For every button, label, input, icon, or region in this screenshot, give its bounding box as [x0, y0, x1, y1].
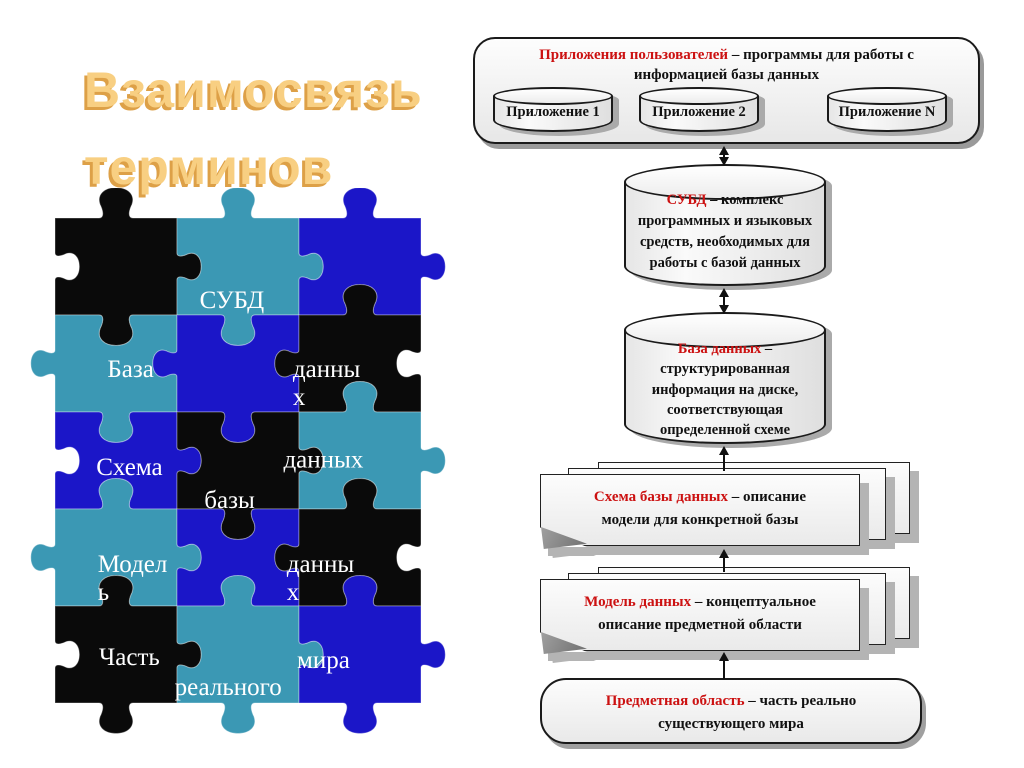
- arrow-subject-model: [718, 652, 729, 679]
- model-rest: – концептуальное описание предметной обл…: [598, 594, 816, 633]
- puzzle-label: данных: [283, 446, 363, 473]
- subject-term: Предметная область: [605, 693, 745, 709]
- apps-box: Приложения пользователей – программы для…: [473, 37, 980, 144]
- schema-sheet-front: Схема базы данных – описание модели для …: [539, 474, 860, 549]
- cylinder-top: [639, 87, 759, 105]
- database-cylinder: База данных – структурированная информац…: [624, 312, 826, 444]
- model-sheet-front: Модель данных – концептуальное описание …: [539, 579, 860, 654]
- app-cylinder-1: Приложение 1: [493, 87, 613, 132]
- cylinder-top: [493, 87, 613, 105]
- database-rest: – структурированная информация на диске,…: [651, 341, 799, 439]
- cylinder-body: [624, 330, 826, 444]
- model-label: Модель данных – концептуальное описание …: [578, 591, 823, 636]
- apps-box-label: Приложения пользователей – программы для…: [491, 46, 962, 85]
- app-cylinder-2-label: Приложение 2: [652, 104, 746, 120]
- dbms-label: СУБД – комплекс программных и языковых с…: [636, 190, 814, 274]
- slide-title-line1: Взаимосвязь: [84, 62, 423, 118]
- schema-stack: Схема базы данных – описание модели для …: [539, 462, 912, 550]
- subject-label: Предметная область – часть реально сущес…: [599, 690, 864, 735]
- puzzle-label: База: [107, 356, 153, 383]
- slide-title: Взаимосвязь терминов: [84, 52, 423, 206]
- schema-rest: – описание модели для конкретной базы: [601, 489, 807, 528]
- model-stack: Модель данных – концептуальное описание …: [539, 567, 912, 655]
- subject-box: Предметная область – часть реально сущес…: [540, 678, 922, 744]
- schema-label: Схема базы данных – описание модели для …: [578, 486, 823, 531]
- arrow-schema-database: [718, 446, 729, 471]
- arrow-model-schema: [718, 549, 729, 572]
- puzzle-label: Схема: [96, 454, 162, 481]
- dbms-term: СУБД: [666, 192, 707, 208]
- puzzle-label: базы: [204, 487, 255, 514]
- database-term: База данных: [677, 341, 762, 357]
- arrow-dbms-database: [718, 288, 729, 314]
- app-cylinder-2: Приложение 2: [639, 87, 759, 132]
- arrow-apps-dbms: [718, 146, 729, 166]
- dbms-cylinder: СУБД – комплекс программных и языковых с…: [624, 164, 826, 286]
- apps-term: Приложения пользователей: [539, 47, 729, 63]
- puzzle-label: реального: [175, 674, 282, 701]
- subject-rest: – часть реально существующего мира: [658, 693, 857, 732]
- cylinder-top: [827, 87, 947, 105]
- puzzle-label: мира: [297, 647, 350, 674]
- puzzle-piece-4-2: [298, 574, 446, 735]
- app-cylinder-n-label: Приложение N: [838, 104, 936, 120]
- slide-title-line2: терминов: [84, 139, 334, 195]
- model-term: Модель данных: [584, 594, 692, 610]
- apps-rest: – программы для работы с информацией баз…: [633, 47, 914, 83]
- puzzle-label: СУБД: [200, 287, 265, 314]
- app-cylinder-n: Приложение N: [827, 87, 947, 132]
- schema-term: Схема базы данных: [593, 489, 728, 505]
- app-cylinder-1-label: Приложение 1: [506, 104, 600, 120]
- dbms-rest: – комплекс программных и языковых средст…: [637, 192, 813, 272]
- puzzle-label: Часть: [99, 644, 160, 671]
- database-label: База данных – структурированная информац…: [636, 339, 814, 440]
